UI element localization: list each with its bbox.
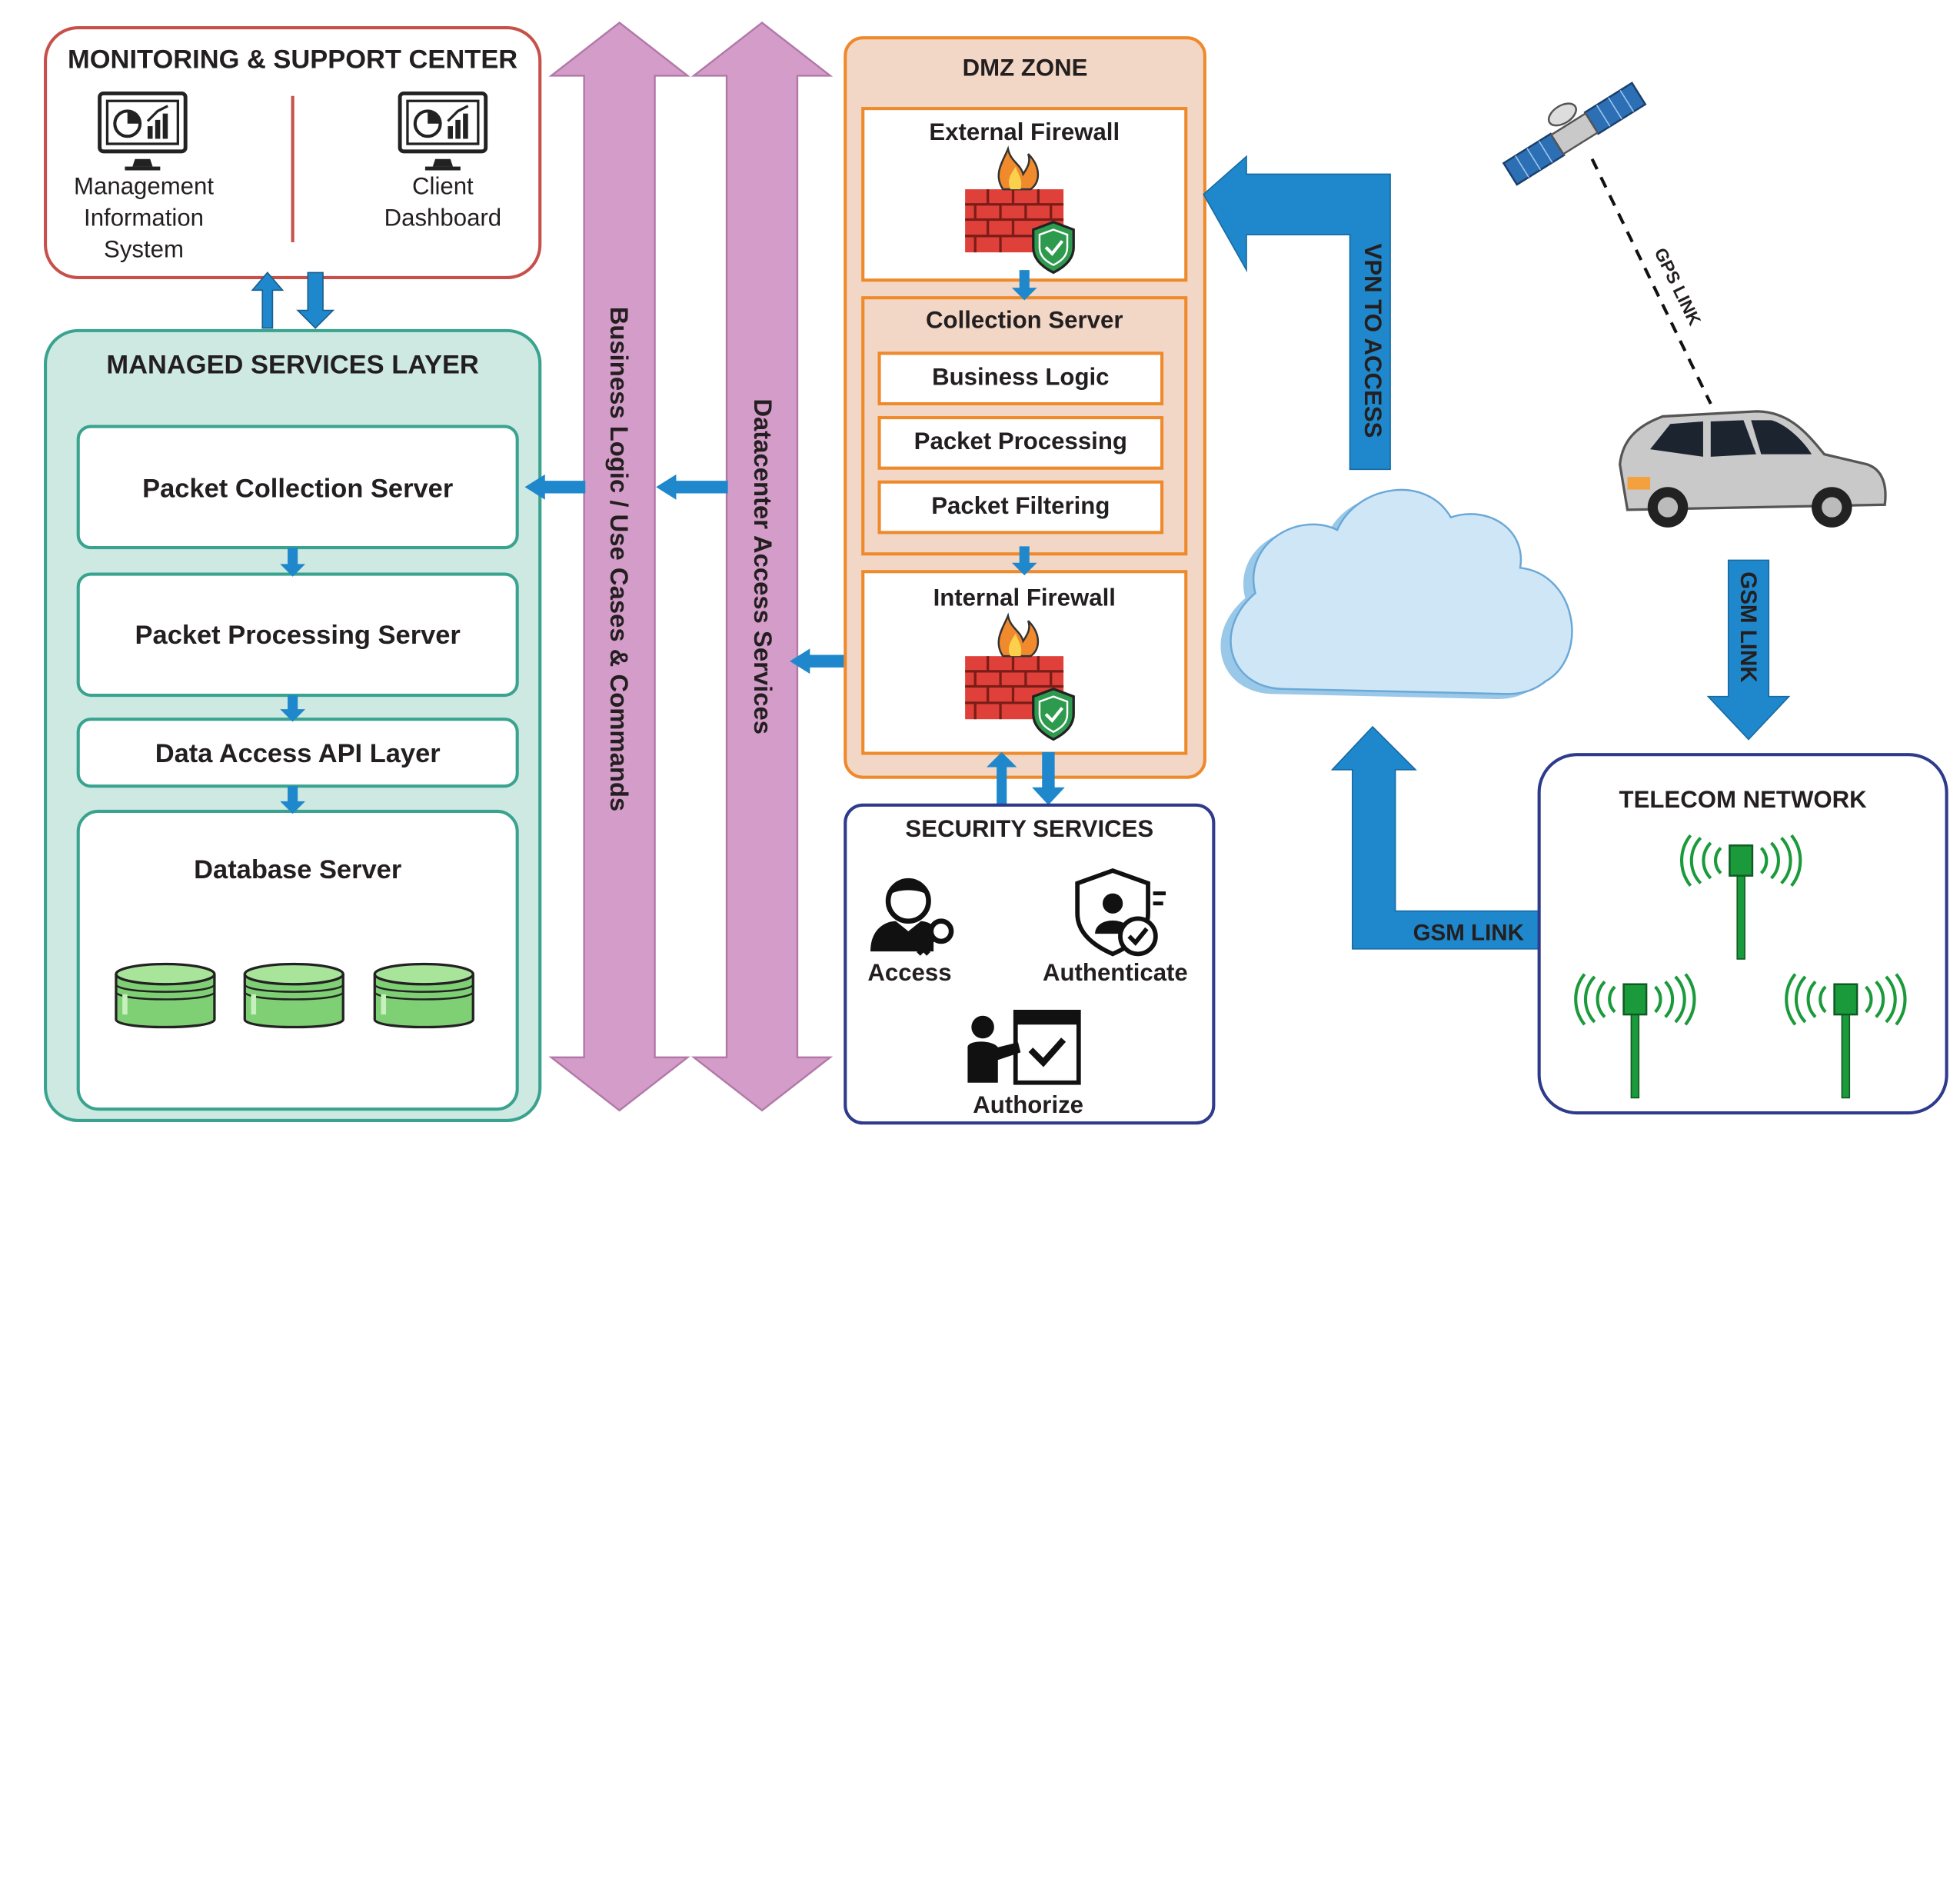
database-server-label: Database Server bbox=[194, 855, 402, 885]
authenticate-label: Authenticate bbox=[1042, 960, 1188, 987]
gps-link-line bbox=[1590, 158, 1712, 405]
diagram-canvas bbox=[44, 21, 1948, 1125]
database-server-box bbox=[76, 809, 519, 1111]
data-access-api-label: Data Access API Layer bbox=[155, 739, 441, 769]
dmz-business-logic-label: Business Logic bbox=[932, 365, 1110, 391]
packet-collection-server-label: Packet Collection Server bbox=[142, 474, 454, 504]
car-icon bbox=[1619, 410, 1887, 528]
dmz-business-logic-box bbox=[877, 351, 1164, 406]
external-firewall-label: External Firewall bbox=[929, 119, 1120, 147]
packet-collection-server-box bbox=[76, 425, 519, 550]
gsm-link-arrow-vertical bbox=[1706, 559, 1791, 741]
dmz-flow-arrows bbox=[1011, 270, 1037, 576]
dmz-packet-filtering-label: Packet Filtering bbox=[931, 493, 1110, 520]
business-logic-bus-label: Business Logic / Use Cases & Commands bbox=[604, 306, 632, 812]
packet-processing-server-label: Packet Processing Server bbox=[135, 621, 461, 650]
dmz-packet-processing-box bbox=[877, 416, 1164, 470]
business-logic-bus bbox=[548, 21, 690, 1112]
vpn-to-access-label: VPN TO ACCESS bbox=[1359, 243, 1386, 438]
security-services-title: SECURITY SERVICES bbox=[905, 816, 1154, 843]
gsm-link-arrow-horizontal bbox=[1330, 725, 1542, 950]
gsm-link-horizontal-label: GSM LINK bbox=[1413, 920, 1524, 945]
cloud-icon bbox=[1220, 488, 1573, 699]
database-icon bbox=[116, 964, 215, 1027]
dmz-zone-title: DMZ ZONE bbox=[962, 55, 1088, 82]
authorize-label: Authorize bbox=[973, 1092, 1084, 1120]
monitoring-title: MONITORING & SUPPORT CENTER bbox=[68, 45, 518, 75]
database-icon bbox=[374, 964, 473, 1027]
architecture-diagram: MONITORING & SUPPORT CENTER Management I… bbox=[44, 21, 1948, 1125]
managed-services-title: MANAGED SERVICES LAYER bbox=[106, 351, 479, 380]
bus-left-arrows bbox=[524, 474, 846, 674]
database-icon bbox=[245, 964, 343, 1027]
datacenter-access-bus-label: Datacenter Access Services bbox=[747, 398, 777, 734]
vpn-arrow bbox=[1203, 155, 1391, 471]
user-key-icon bbox=[870, 878, 954, 956]
dmz-packet-processing-label: Packet Processing bbox=[913, 428, 1127, 456]
collection-server-label: Collection Server bbox=[926, 308, 1123, 335]
management-information-system-label: Management Information System bbox=[74, 174, 215, 264]
authorize-screen-icon bbox=[967, 1009, 1081, 1085]
gsm-link-vertical-label: GSM LINK bbox=[1735, 571, 1762, 683]
dmz-packet-filtering-box bbox=[877, 480, 1164, 535]
access-label: Access bbox=[867, 960, 952, 987]
client-dashboard-label: Client Dashboard bbox=[384, 174, 502, 232]
datacenter-access-bus bbox=[690, 21, 834, 1112]
satellite-icon bbox=[1502, 82, 1647, 186]
managed-flow-arrows bbox=[280, 548, 306, 814]
telecom-network-title: TELECOM NETWORK bbox=[1619, 787, 1867, 814]
badge-check-icon bbox=[1075, 868, 1166, 957]
dmz-security-arrows bbox=[987, 751, 1065, 805]
monitoring-managed-arrows bbox=[251, 271, 335, 329]
internal-firewall-label: Internal Firewall bbox=[933, 585, 1116, 612]
